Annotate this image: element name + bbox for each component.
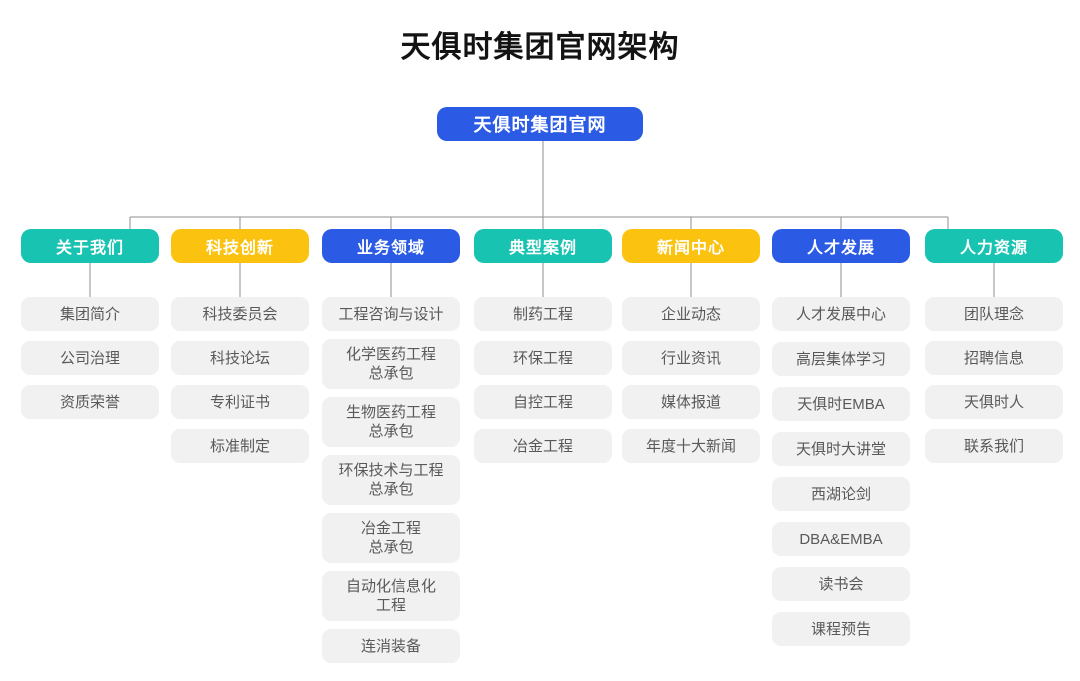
node-item: 联系我们 (925, 429, 1063, 463)
node-item: 环保技术与工程 总承包 (322, 455, 460, 505)
branch-header-6: 人才发展 (772, 229, 910, 263)
node-item: 企业动态 (622, 297, 760, 331)
node-item: 媒体报道 (622, 385, 760, 419)
root-node: 天俱时集团官网 (437, 107, 643, 141)
node-item: 制药工程 (474, 297, 612, 331)
node-item: 冶金工程 总承包 (322, 513, 460, 563)
node-item: 科技委员会 (171, 297, 309, 331)
node-item: 科技论坛 (171, 341, 309, 375)
node-item: 环保工程 (474, 341, 612, 375)
node-item: 高层集体学习 (772, 342, 910, 376)
node-item: 人才发展中心 (772, 297, 910, 331)
page-title: 天俱时集团官网架构 (400, 31, 680, 64)
node-item: 招聘信息 (925, 341, 1063, 375)
branch-header-5: 新闻中心 (622, 229, 760, 263)
branch-header-3: 业务领域 (322, 229, 460, 263)
node-item: 天俱时大讲堂 (772, 432, 910, 466)
node-item: 天俱时人 (925, 385, 1063, 419)
node-item: 冶金工程 (474, 429, 612, 463)
branch-header-2: 科技创新 (171, 229, 309, 263)
node-item: 专利证书 (171, 385, 309, 419)
node-item: 生物医药工程 总承包 (322, 397, 460, 447)
node-item: 年度十大新闻 (622, 429, 760, 463)
node-item: 自控工程 (474, 385, 612, 419)
node-item: 集团简介 (21, 297, 159, 331)
branch-items-2: 科技委员会科技论坛专利证书标准制定 (171, 297, 309, 463)
branch-header-4: 典型案例 (474, 229, 612, 263)
node-item: 读书会 (772, 567, 910, 601)
branch-items-7: 团队理念招聘信息天俱时人联系我们 (925, 297, 1063, 463)
node-item: 化学医药工程 总承包 (322, 339, 460, 389)
branch-header-1: 关于我们 (21, 229, 159, 263)
node-item: 自动化信息化 工程 (322, 571, 460, 621)
node-item: 课程预告 (772, 612, 910, 646)
node-item: 工程咨询与设计 (322, 297, 460, 331)
node-item: 天俱时EMBA (772, 387, 910, 421)
node-item: DBA&EMBA (772, 522, 910, 556)
branch-items-6: 人才发展中心高层集体学习天俱时EMBA 天俱时大讲堂西湖论剑 DBA&EMBA 读书会… (772, 297, 910, 646)
branch-header-7: 人力资源 (925, 229, 1063, 263)
node-item: 公司治理 (21, 341, 159, 375)
branch-items-1: 集团简介公司治理资质荣誉 (21, 297, 159, 419)
branch-items-5: 企业动态行业资讯媒体报道年度十大新闻 (622, 297, 760, 463)
node-item: 行业资讯 (622, 341, 760, 375)
branch-items-4: 制药工程环保工程自控工程冶金工程 (474, 297, 612, 463)
node-item: 团队理念 (925, 297, 1063, 331)
node-item: 西湖论剑 (772, 477, 910, 511)
node-item: 标准制定 (171, 429, 309, 463)
node-item: 连消装备 (322, 629, 460, 663)
branch-items-3: 工程咨询与设计化学医药工程 总承包生物医药工程 总承包环保技术与工程 总承包冶金… (322, 297, 460, 663)
node-item: 资质荣誉 (21, 385, 159, 419)
